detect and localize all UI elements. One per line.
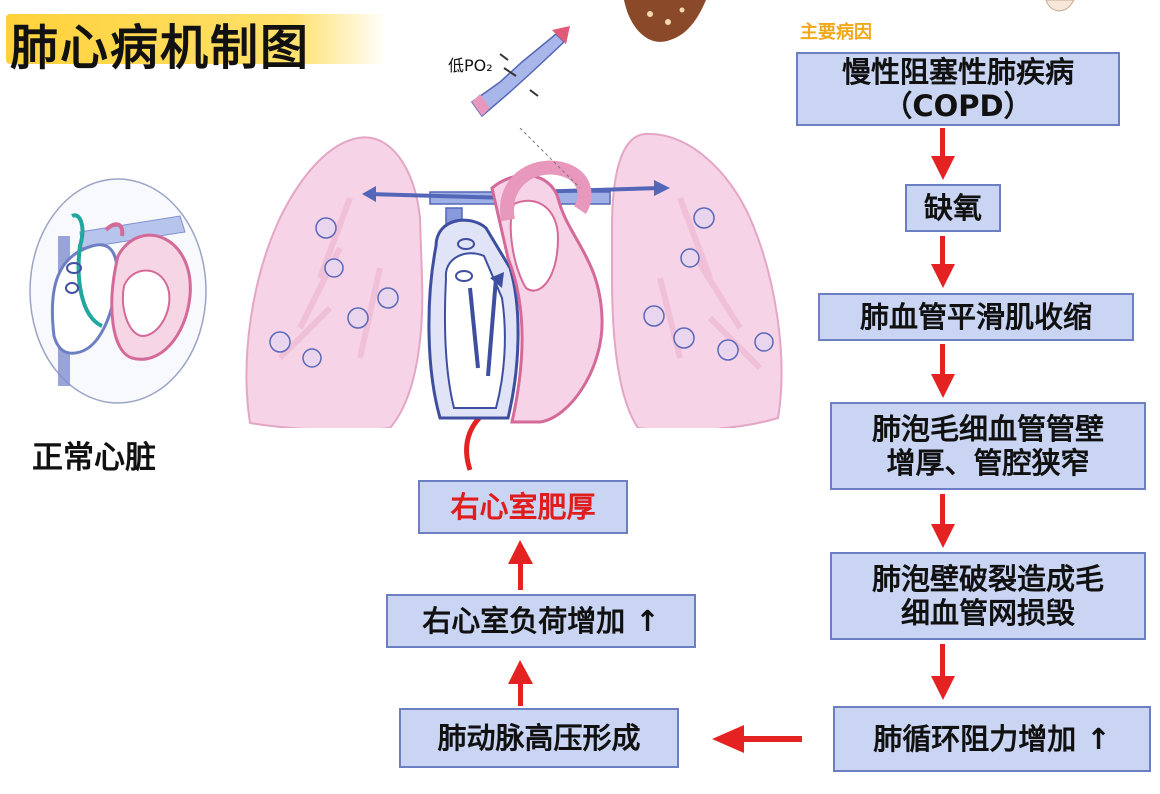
arrow-copd-to-hypoxia	[931, 128, 955, 180]
box-wall-line2: 增厚、管腔狭窄	[886, 446, 1090, 480]
alveoli-clusters	[269, 207, 774, 368]
box-pulmonary-hypertension: 肺动脉高压形成	[399, 708, 679, 768]
box-vasoconstriction-text: 肺血管平滑肌收缩	[859, 299, 1092, 334]
box-resistance: 肺循环阻力增加 ↑	[833, 706, 1151, 772]
normal-heart-illustration	[29, 178, 207, 404]
box-rv-load: 右心室负荷增加 ↑	[386, 594, 696, 648]
box-rv-hypertrophy-text: 右心室肥厚	[450, 489, 596, 524]
box-resistance-text: 肺循环阻力增加 ↑	[873, 721, 1111, 756]
box-rv-load-text: 右心室负荷增加 ↑	[422, 603, 660, 638]
arrow-resistance-to-ph	[712, 725, 802, 753]
arrow-hypoxia-to-vasoconstriction	[931, 236, 955, 288]
title-banner: 肺心病机制图	[0, 0, 390, 76]
arrow-ph-to-rv-load	[508, 660, 533, 706]
box-capillary-line2: 细血管网损毁	[900, 596, 1075, 630]
right-lung	[611, 132, 783, 428]
lungs-heart-illustration	[245, 128, 783, 428]
low-po2-label: 低PO₂	[448, 56, 493, 75]
arrow-wall-to-capillary	[931, 494, 955, 548]
causes-label: 主要病因	[800, 22, 872, 43]
normal-heart-label: 正常心脏	[32, 440, 156, 476]
box-hypoxia-text: 缺氧	[923, 190, 982, 225]
box-capillary-damage: 肺泡壁破裂造成毛 细血管网损毁	[830, 552, 1146, 640]
title-highlight	[6, 14, 386, 64]
box-copd-line1: 慢性阻塞性肺疾病	[841, 54, 1074, 89]
box-capillary-line1: 肺泡壁破裂造成毛	[871, 561, 1104, 596]
arrow-vasoconstriction-to-wall	[931, 344, 955, 398]
box-wall-thickening: 肺泡毛细血管管壁 增厚、管腔狭窄	[830, 402, 1146, 490]
decorative-corner-icon	[1045, 0, 1075, 12]
left-lung	[245, 136, 424, 428]
box-vasoconstriction: 肺血管平滑肌收缩	[818, 293, 1134, 341]
arrow-rv-load-to-hypertrophy	[508, 540, 533, 590]
arrow-capillary-to-resistance	[931, 644, 955, 700]
box-ph-text: 肺动脉高压形成	[437, 720, 641, 755]
constricted-vessel-icon	[470, 26, 570, 118]
box-hypoxia: 缺氧	[905, 184, 1001, 232]
page-title: 肺心病机制图	[10, 20, 311, 76]
box-rv-hypertrophy: 右心室肥厚	[418, 480, 628, 534]
liver-thumbnail-icon	[624, 0, 706, 42]
box-copd: 慢性阻塞性肺疾病 （COPD）	[796, 52, 1120, 126]
box-wall-line1: 肺泡毛细血管管壁	[871, 411, 1104, 446]
box-copd-line2: （COPD）	[883, 89, 1033, 123]
